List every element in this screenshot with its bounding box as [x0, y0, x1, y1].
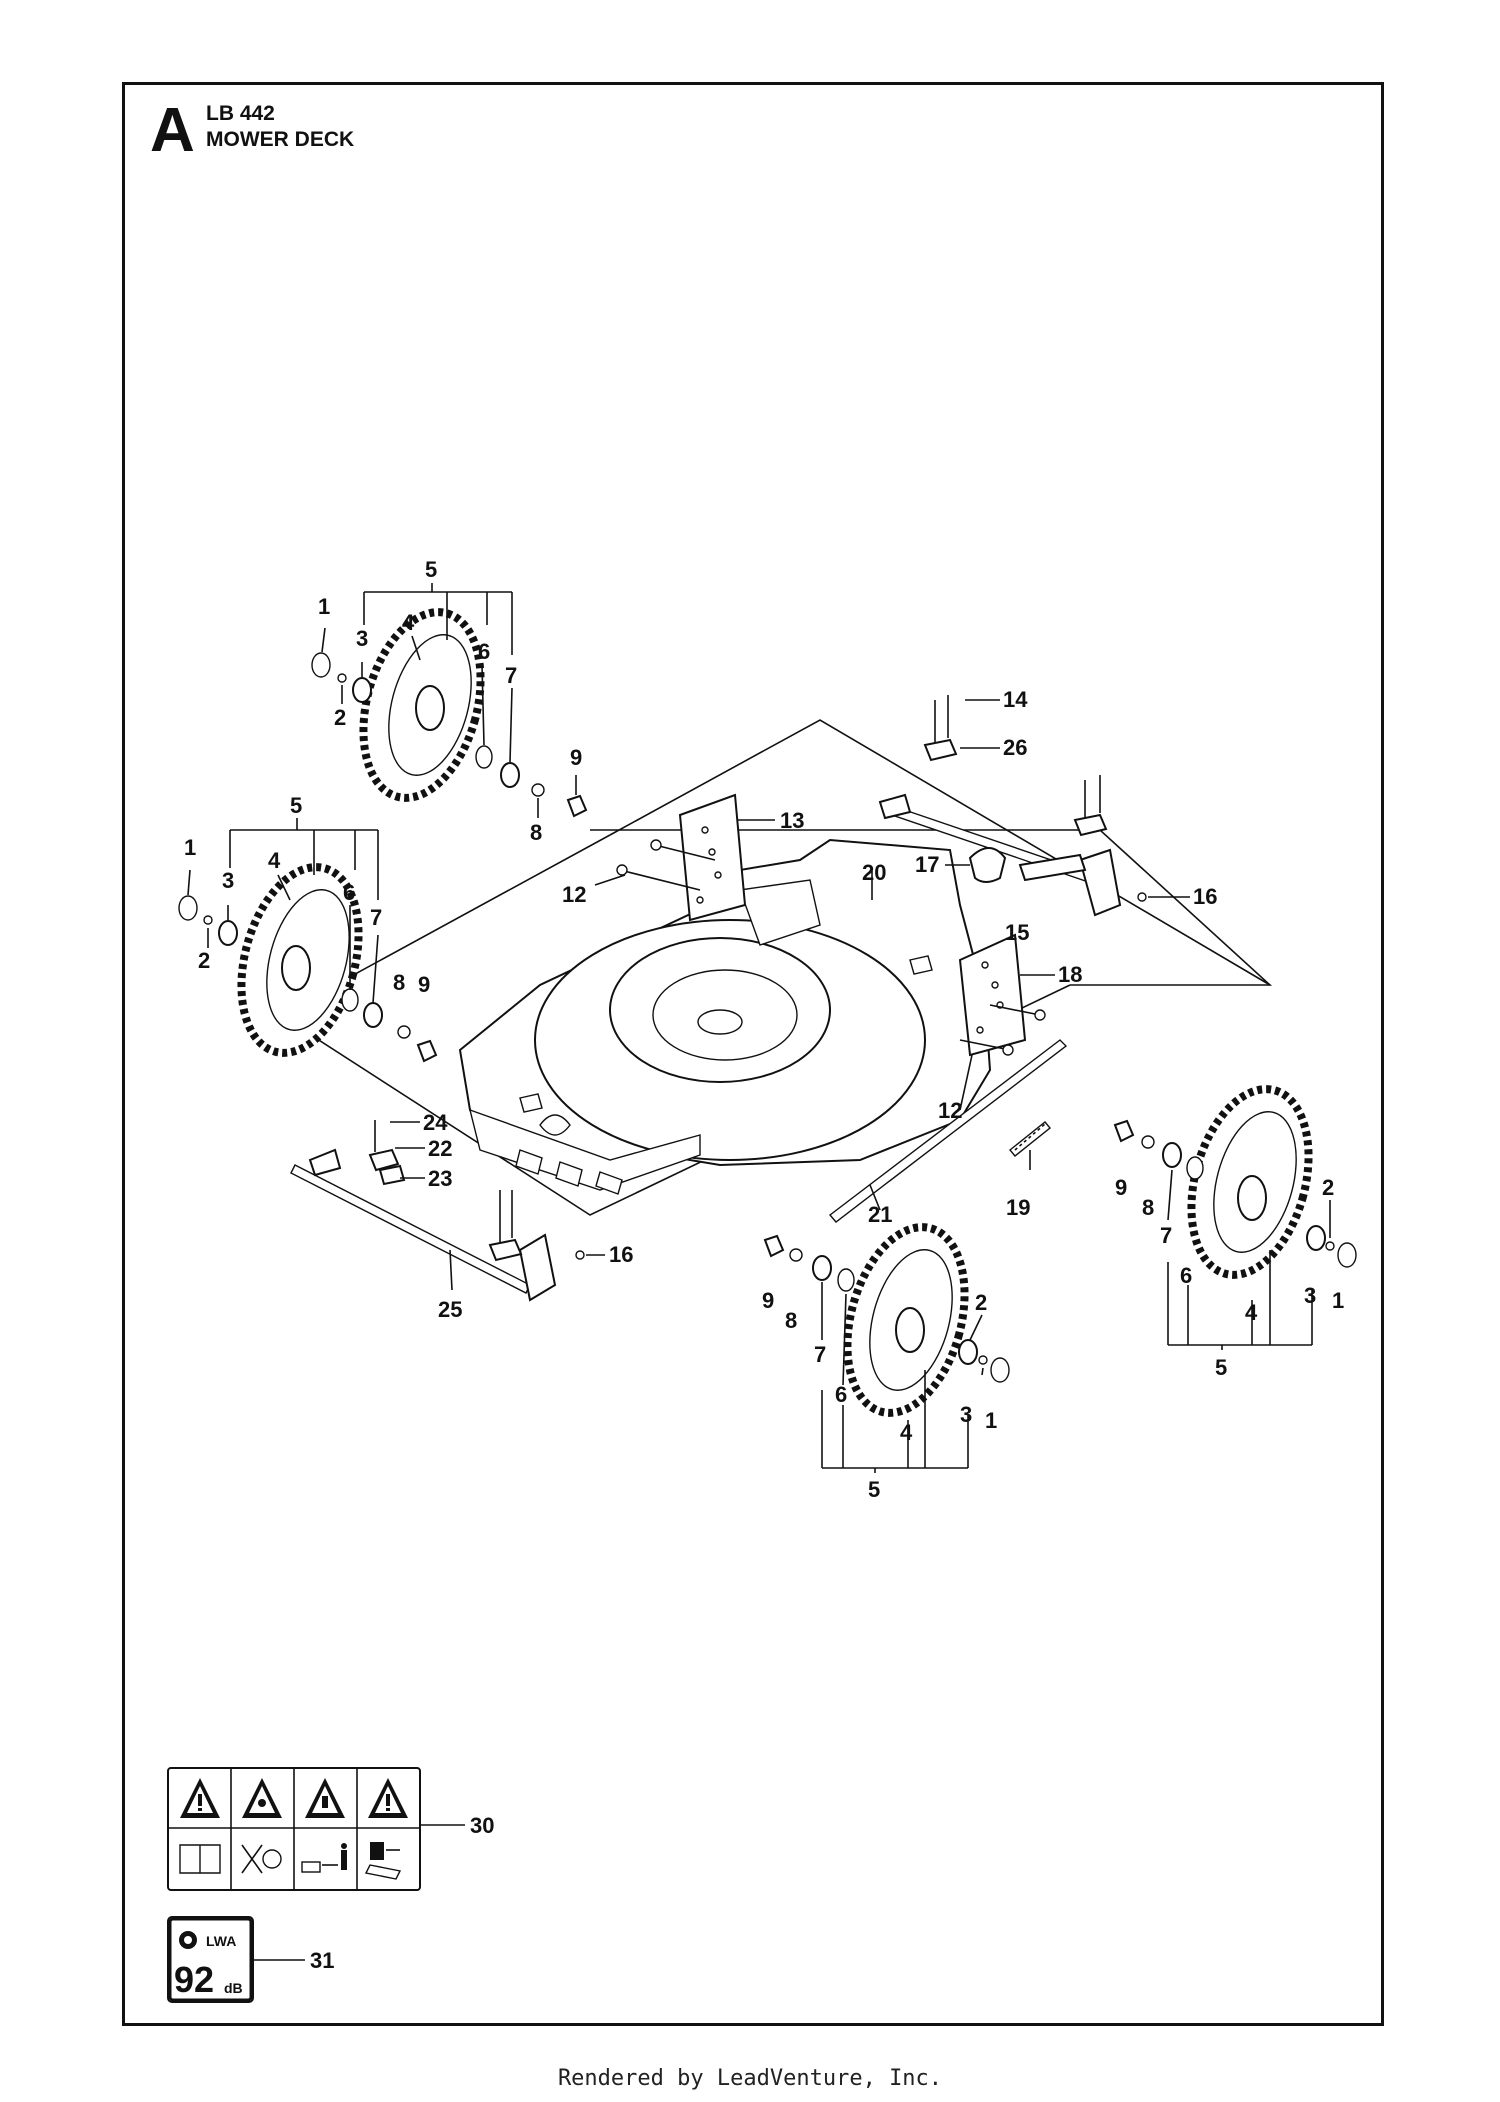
rear-axle — [878, 695, 1147, 917]
callout-7: 7 — [1160, 1223, 1172, 1248]
callout-1: 1 — [985, 1408, 997, 1433]
keep-distance-icon — [301, 1843, 347, 1873]
callout-3: 3 — [960, 1402, 972, 1427]
callout-2: 2 — [334, 705, 346, 730]
callout-8: 8 — [1142, 1195, 1154, 1220]
disconnect-plug-icon — [364, 1842, 402, 1880]
callout-7: 7 — [814, 1342, 826, 1367]
diagram-title: MOWER DECK — [206, 128, 355, 151]
callout-26: 26 — [1003, 735, 1027, 760]
callout-8: 8 — [785, 1308, 797, 1333]
callout-4: 4 — [402, 610, 415, 635]
callout-8: 8 — [393, 970, 405, 995]
callout-4: 4 — [1245, 1300, 1258, 1325]
callout-31: 31 — [310, 1948, 334, 1973]
callout-16: 16 — [609, 1242, 633, 1267]
warning-bystander-icon — [305, 1778, 345, 1818]
callout-23: 23 — [428, 1166, 452, 1191]
callout-4: 4 — [268, 848, 281, 873]
callout-15: 15 — [1005, 920, 1029, 945]
noise-level-decal: LWA 92 dB — [167, 1916, 254, 2003]
callout-20: 20 — [862, 860, 886, 885]
callout-9: 9 — [1115, 1175, 1127, 1200]
leader-lines — [187, 583, 1331, 1961]
callout-14: 14 — [1003, 687, 1028, 712]
callout-labels: 5 1 3 4 6 7 2 9 8 5 1 3 4 6 7 2 8 9 13 1… — [184, 557, 1344, 1973]
callout-17: 17 — [915, 852, 939, 877]
callout-5: 5 — [425, 557, 437, 582]
callout-7: 7 — [370, 905, 382, 930]
callout-5: 5 — [290, 793, 302, 818]
footer-credit: Rendered by LeadVenture, Inc. — [557, 2066, 943, 2091]
callout-9: 9 — [418, 972, 430, 997]
warning-blade-icon — [368, 1778, 408, 1818]
callout-22: 22 — [428, 1136, 452, 1161]
noise-symbol: LWA — [206, 1933, 236, 1949]
callout-21: 21 — [868, 1202, 892, 1227]
callout-9: 9 — [762, 1288, 774, 1313]
callout-2: 2 — [198, 948, 210, 973]
wheel-front-left — [178, 863, 438, 1063]
manual-book-icon — [179, 1844, 221, 1874]
callout-16: 16 — [1193, 884, 1217, 909]
callout-9: 9 — [570, 745, 582, 770]
height-plate-13 — [678, 793, 747, 922]
warning-triangle-icon — [180, 1778, 220, 1818]
diagram-frame — [122, 82, 1384, 2026]
section-letter: A — [150, 96, 195, 165]
callout-6: 6 — [835, 1382, 847, 1407]
callout-12: 12 — [938, 1098, 962, 1123]
fasteners — [616, 839, 1046, 1056]
callout-4: 4 — [900, 1420, 913, 1445]
callout-13: 13 — [780, 808, 804, 833]
warning-projectile-icon — [242, 1778, 282, 1818]
adjust-rod — [828, 1039, 1068, 1223]
callout-8: 8 — [530, 820, 542, 845]
wheel-front-right — [763, 1223, 1010, 1417]
callout-7: 7 — [505, 663, 517, 688]
model-number: LB 442 — [206, 102, 275, 125]
front-axle — [290, 1120, 585, 1302]
callout-2: 2 — [1322, 1175, 1334, 1200]
callout-5: 5 — [868, 1477, 880, 1502]
callout-3: 3 — [356, 626, 368, 651]
callout-3: 3 — [222, 868, 234, 893]
callout-1: 1 — [184, 835, 196, 860]
callout-2: 2 — [975, 1290, 987, 1315]
callout-12: 12 — [562, 882, 586, 907]
wheel-rear-left — [311, 608, 588, 818]
safety-decal — [167, 1767, 421, 1891]
callout-24: 24 — [423, 1110, 448, 1135]
callout-18: 18 — [1058, 962, 1082, 987]
callout-5: 5 — [1215, 1355, 1227, 1380]
callout-1: 1 — [1332, 1288, 1344, 1313]
callout-19: 19 — [1006, 1195, 1030, 1220]
noise-unit: dB — [224, 1980, 243, 1996]
wheel-rear-right — [1113, 1085, 1357, 1279]
callout-1: 1 — [318, 594, 330, 619]
callout-6: 6 — [1180, 1263, 1192, 1288]
callout-6: 6 — [343, 880, 355, 905]
no-hands-icon — [241, 1844, 282, 1874]
callout-6: 6 — [478, 639, 490, 664]
callout-25: 25 — [438, 1297, 462, 1322]
callout-3: 3 — [1304, 1283, 1316, 1308]
callout-30: 30 — [470, 1813, 494, 1838]
noise-level-value: 92 — [174, 1959, 214, 2000]
